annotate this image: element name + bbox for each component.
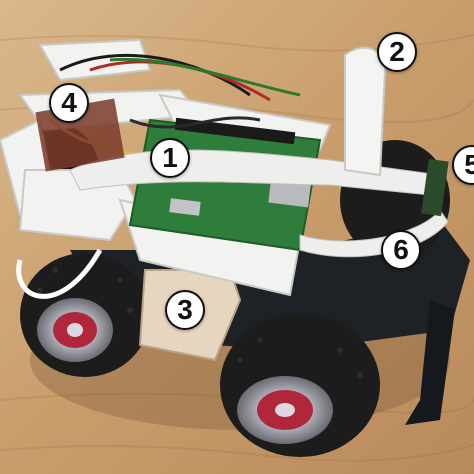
gpio-header bbox=[174, 117, 296, 145]
camera-mount bbox=[344, 46, 387, 177]
rear-left-wheel bbox=[20, 253, 150, 377]
callout-4: 4 bbox=[49, 83, 89, 123]
front-left-wheel bbox=[220, 313, 380, 457]
rear-bumper bbox=[405, 300, 455, 425]
callout-2: 2 bbox=[377, 32, 417, 72]
callout-6: 6 bbox=[381, 230, 421, 270]
callout-3: 3 bbox=[165, 290, 205, 330]
camera-module bbox=[421, 158, 449, 217]
callout-1: 1 bbox=[150, 138, 190, 178]
wiring bbox=[16, 53, 301, 299]
hdmi-port bbox=[169, 198, 201, 216]
